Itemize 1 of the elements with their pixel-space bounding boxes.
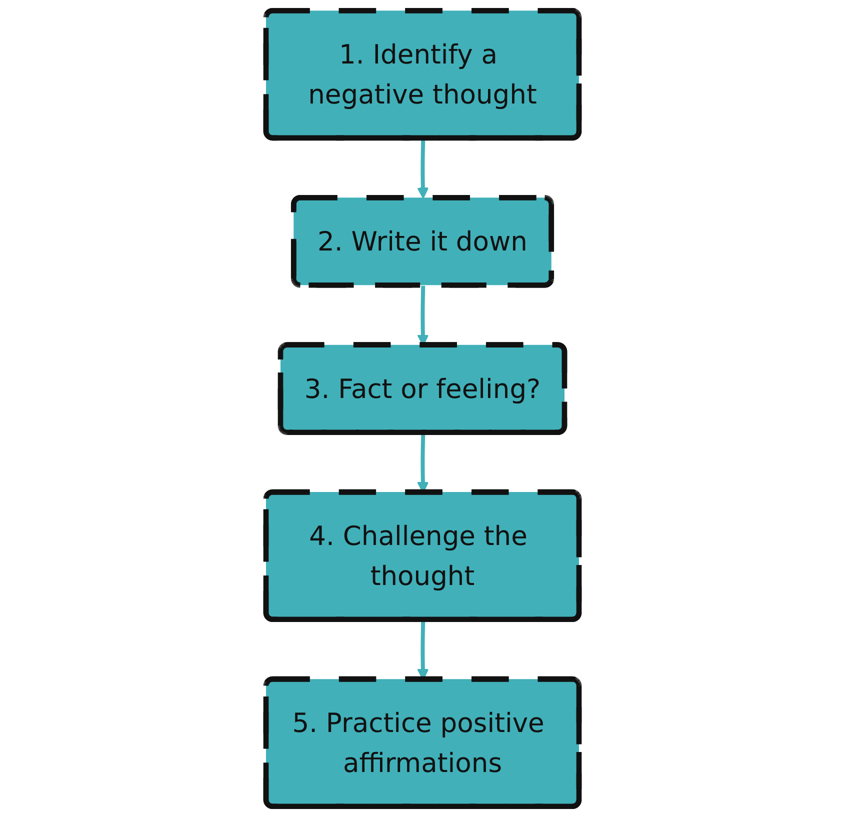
flowchart: 1. Identify a negative thought 2. Write it down 3. Fact or feeling? 4. Challenge the thought 5. Practice positive affirmations <box>0 0 845 817</box>
